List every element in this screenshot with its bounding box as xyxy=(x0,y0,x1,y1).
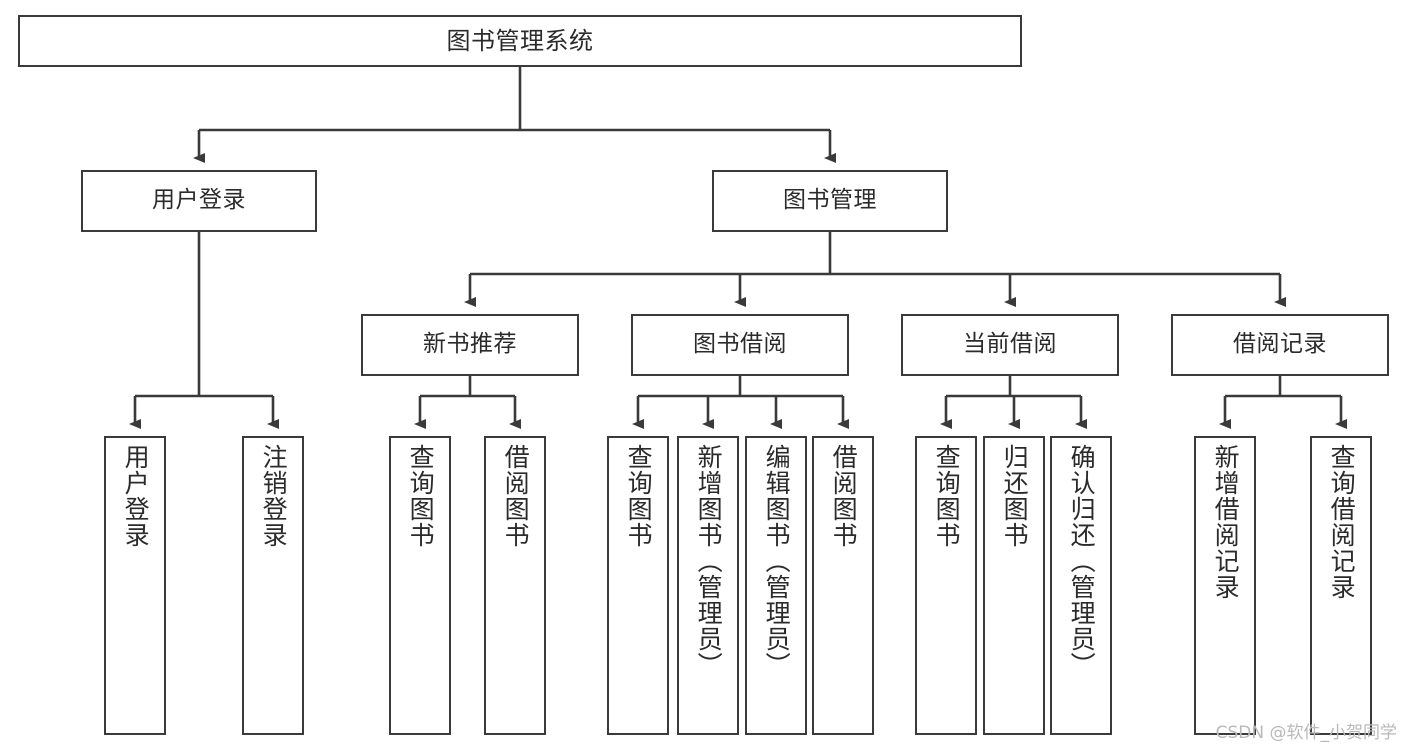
node-leaf-bk-edit[interactable]: 编辑图书（管理员） xyxy=(745,436,807,735)
node-label: 归还图书 xyxy=(1000,444,1030,548)
node-leaf-rec-add[interactable]: 新增借阅记录 xyxy=(1194,436,1256,735)
node-label: 用户登录 xyxy=(152,187,246,214)
node-leaf-rec-query[interactable]: 查询借阅记录 xyxy=(1310,436,1372,735)
node-label: 图书借阅 xyxy=(693,331,787,358)
node-records[interactable]: 借阅记录 xyxy=(1171,314,1389,376)
node-label: 注销登录 xyxy=(259,444,289,548)
node-root[interactable]: 图书管理系统 xyxy=(18,15,1022,67)
node-label: 确认归还（管理员） xyxy=(1067,444,1097,678)
node-label: 查询图书 xyxy=(406,444,436,548)
node-leaf-cur-query[interactable]: 查询图书 xyxy=(915,436,977,735)
node-leaf-nb-borrow[interactable]: 借阅图书 xyxy=(484,436,546,735)
node-label: 借阅图书 xyxy=(829,444,859,548)
node-leaf-bk-borrow[interactable]: 借阅图书 xyxy=(812,436,874,735)
node-leaf-cur-return[interactable]: 归还图书 xyxy=(983,436,1045,735)
node-leaf-nb-query[interactable]: 查询图书 xyxy=(389,436,451,735)
node-label: 借阅记录 xyxy=(1233,331,1327,358)
node-label: 新增借阅记录 xyxy=(1211,444,1241,600)
node-bookmgmt[interactable]: 图书管理 xyxy=(712,170,948,232)
node-label: 查询图书 xyxy=(624,444,654,548)
node-leaf-user-login[interactable]: 用户登录 xyxy=(104,436,166,735)
node-newbook[interactable]: 新书推荐 xyxy=(361,314,579,376)
node-label: 当前借阅 xyxy=(963,331,1057,358)
node-label: 新增图书（管理员） xyxy=(694,444,724,678)
node-leaf-bk-add[interactable]: 新增图书（管理员） xyxy=(677,436,739,735)
node-label: 用户登录 xyxy=(121,444,151,548)
node-label: 图书管理 xyxy=(783,187,877,214)
node-borrow[interactable]: 图书借阅 xyxy=(631,314,849,376)
node-label: 借阅图书 xyxy=(501,444,531,548)
node-label: 编辑图书（管理员） xyxy=(762,444,792,678)
node-label: 新书推荐 xyxy=(423,331,517,358)
node-label: 查询图书 xyxy=(932,444,962,548)
node-leaf-bk-query[interactable]: 查询图书 xyxy=(607,436,669,735)
node-login[interactable]: 用户登录 xyxy=(81,170,317,232)
node-leaf-user-logout[interactable]: 注销登录 xyxy=(242,436,304,735)
watermark: CSDN @软件_小贺同学 xyxy=(1215,723,1397,743)
node-label: 图书管理系统 xyxy=(446,26,594,55)
node-current[interactable]: 当前借阅 xyxy=(901,314,1119,376)
node-leaf-cur-confirm[interactable]: 确认归还（管理员） xyxy=(1050,436,1112,735)
node-label: 查询借阅记录 xyxy=(1327,444,1357,600)
